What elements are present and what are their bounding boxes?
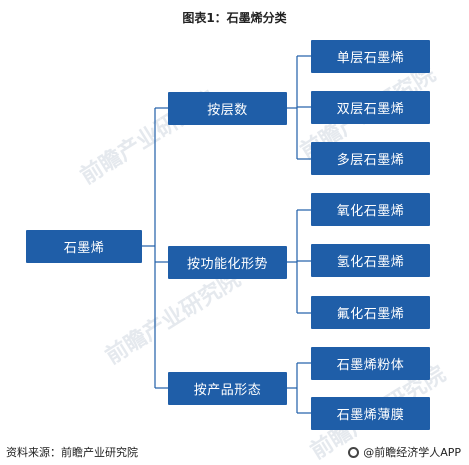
leaf-node: 单层石墨烯 (311, 40, 430, 73)
brand-label: @前瞻经济学人APP (363, 446, 461, 459)
leaf-node: 石墨烯薄膜 (311, 397, 430, 430)
leaf-node: 双层石墨烯 (311, 91, 430, 124)
leaf-node: 石墨烯粉体 (311, 347, 430, 380)
leaf-node: 氢化石墨烯 (311, 244, 430, 277)
leaf-node: 氟化石墨烯 (311, 296, 430, 329)
category-node-functionalization: 按功能化形势 (168, 246, 287, 279)
category-node-product-form: 按产品形态 (168, 372, 287, 405)
leaf-node: 多层石墨烯 (311, 142, 430, 175)
root-node: 石墨烯 (26, 230, 142, 263)
brand-credit: @前瞻经济学人APP (348, 444, 461, 460)
category-node-layers: 按层数 (168, 92, 287, 125)
leaf-node: 氧化石墨烯 (311, 193, 430, 226)
chart-title: 图表1：石墨烯分类 (182, 11, 287, 25)
source-note: 资料来源：前瞻产业研究院 (6, 446, 138, 459)
brand-logo-icon (348, 446, 360, 458)
